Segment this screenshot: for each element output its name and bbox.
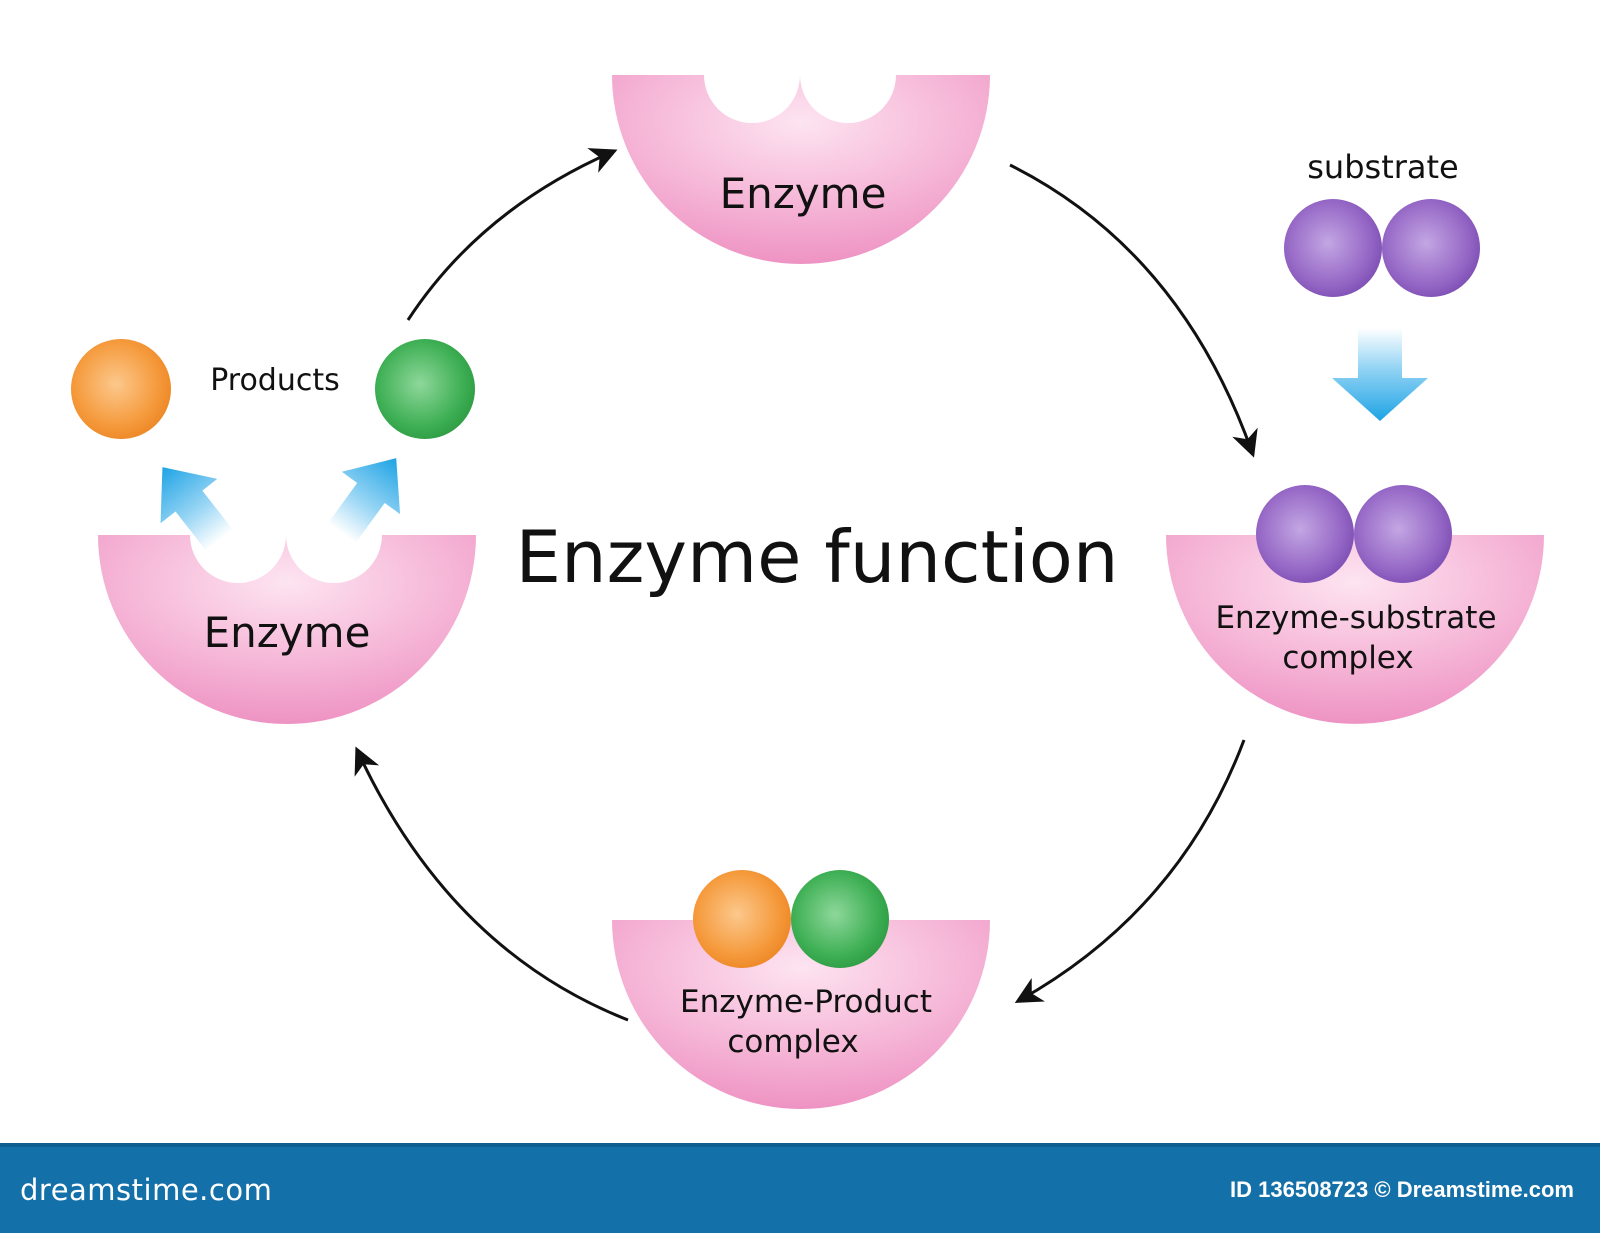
- substrate-bound-right: [1354, 485, 1452, 583]
- ep-complex-label-line2: complex: [727, 1024, 858, 1060]
- enzyme-left: Enzyme: [98, 535, 476, 724]
- enzyme-product-complex: Enzyme-Product complex: [612, 870, 990, 1109]
- substrate-bound-left: [1256, 485, 1354, 583]
- substrate-circle-left: [1284, 199, 1382, 297]
- cycle-arrow-top-to-right: [1009, 163, 1258, 458]
- es-complex-label-line1: Enzyme-substrate: [1215, 600, 1496, 636]
- products-label: Products: [210, 363, 340, 398]
- product-bound-orange: [693, 870, 791, 968]
- substrate-label: substrate: [1307, 148, 1458, 186]
- enzyme-top: Enzyme: [612, 75, 990, 264]
- footer-brand: dreamstime.com: [20, 1173, 273, 1207]
- product-green: [375, 339, 475, 439]
- product-orange: [71, 339, 171, 439]
- substrate-circle-right: [1382, 199, 1480, 297]
- product-release-arrow-right: [327, 458, 401, 544]
- cycle-arrow-right-to-bottom: [1014, 739, 1246, 1003]
- enzyme-left-label: Enzyme: [204, 608, 371, 657]
- enzyme-substrate-complex: Enzyme-substrate complex: [1166, 485, 1544, 724]
- substrate-down-arrow: [1332, 328, 1428, 421]
- product-bound-green: [791, 870, 889, 968]
- free-substrate: substrate: [1284, 148, 1480, 421]
- ep-complex-label-line1: Enzyme-Product: [680, 984, 932, 1020]
- product-release-arrow-left: [160, 467, 234, 551]
- enzyme-cycle-diagram: Enzyme Enzyme Enzyme-substrate complex E…: [71, 75, 1544, 1109]
- es-complex-label-line2: complex: [1282, 640, 1413, 676]
- released-products: Products: [71, 339, 475, 551]
- cycle-arrow-left-to-top: [406, 148, 618, 321]
- enzyme-top-label: Enzyme: [720, 169, 887, 218]
- stock-footer-bar: dreamstime.com ID 136508723 © Dreamstime…: [0, 1143, 1600, 1233]
- cycle-arrow-bottom-to-left: [354, 746, 629, 1022]
- diagram-title: Enzyme function: [516, 515, 1119, 599]
- footer-image-id: ID 136508723 © Dreamstime.com: [1230, 1177, 1574, 1202]
